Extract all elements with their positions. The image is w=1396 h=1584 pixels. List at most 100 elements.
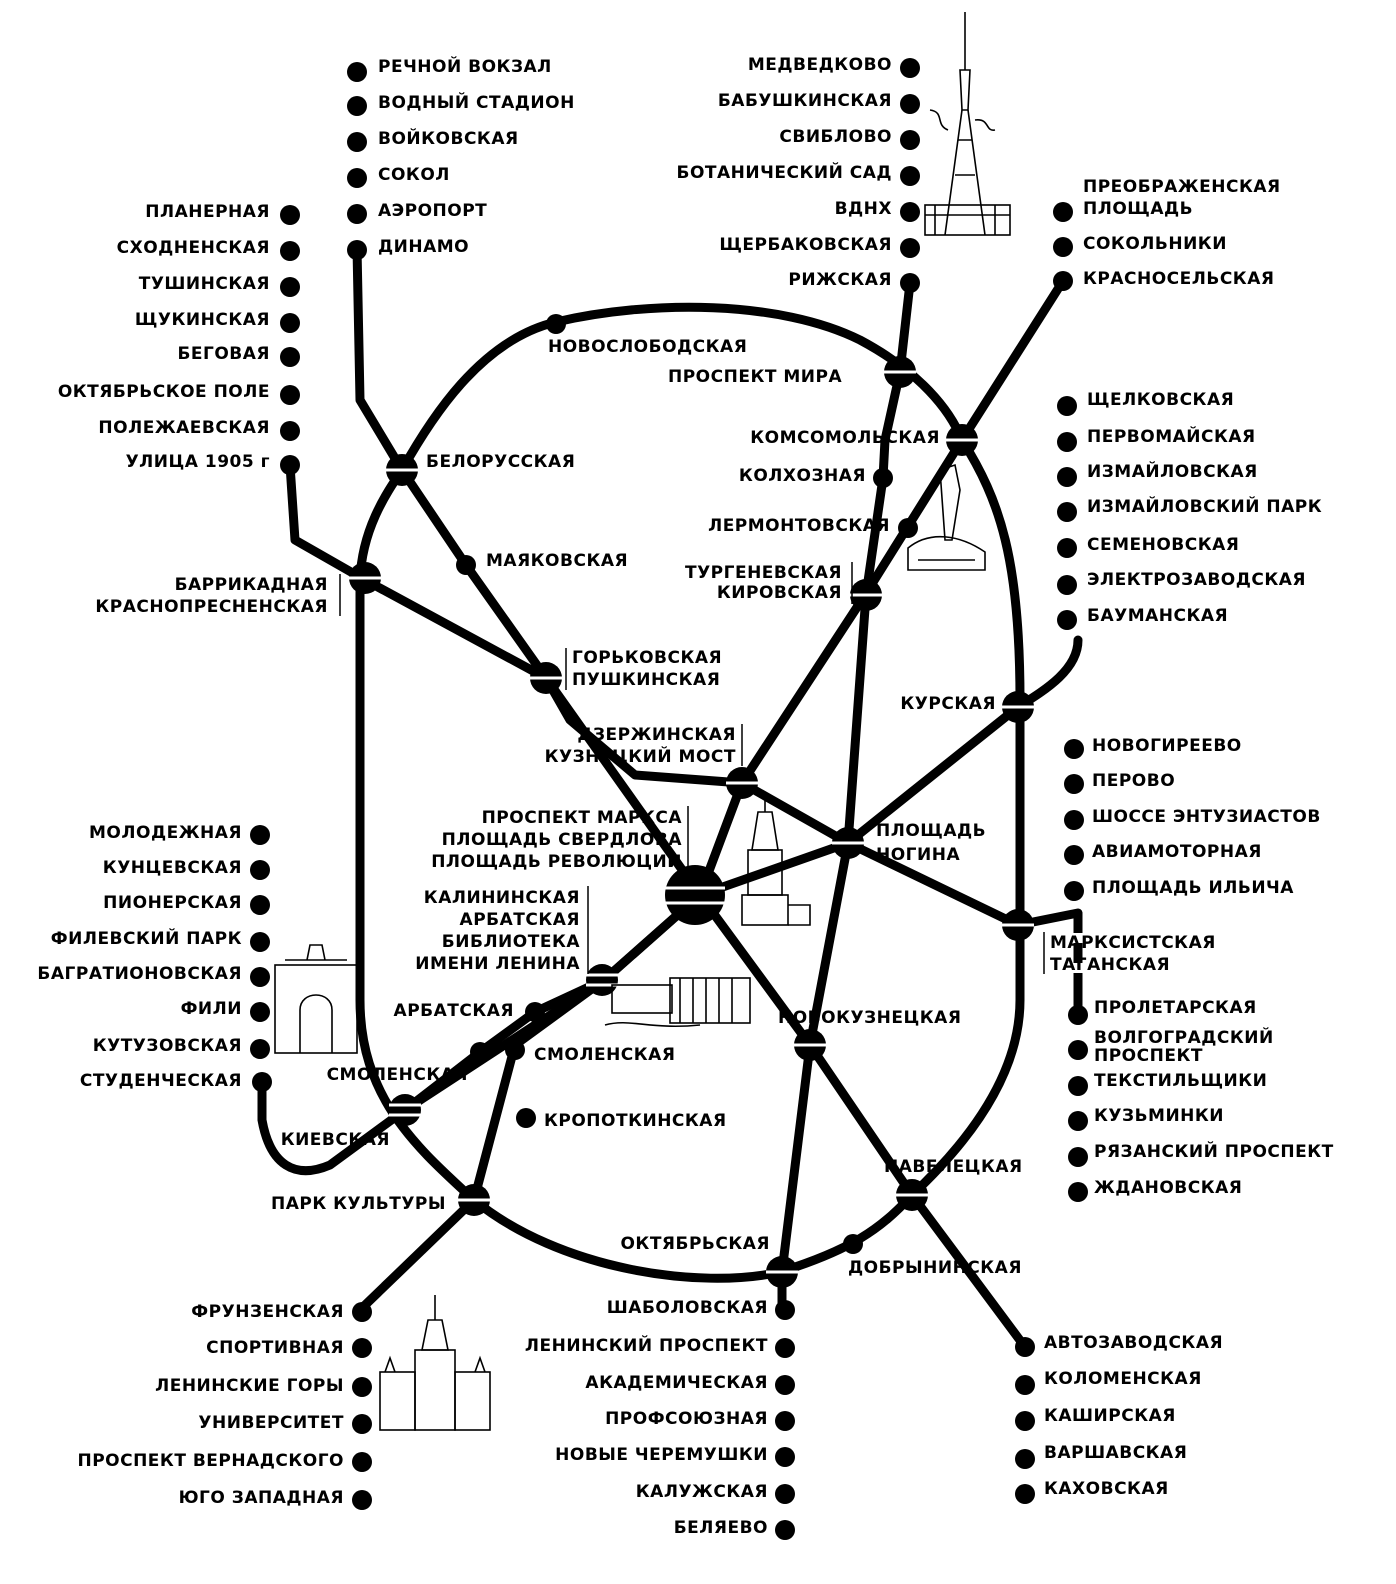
station-dot[interactable]: [1057, 502, 1077, 522]
station-dot[interactable]: [1068, 1076, 1088, 1096]
station-dot[interactable]: [1064, 810, 1084, 830]
station-dot[interactable]: [347, 168, 367, 188]
transfer-oktyabrskaya[interactable]: [766, 1256, 798, 1288]
station-dot[interactable]: [347, 96, 367, 116]
station-dot[interactable]: [280, 421, 300, 441]
station-dot[interactable]: [898, 518, 918, 538]
label-smolenskaya-b: СМОЛЕНСКАЯ: [534, 1045, 675, 1065]
station-dot[interactable]: [347, 132, 367, 152]
transfer-pushkinskaya[interactable]: [530, 662, 562, 694]
station-dot[interactable]: [775, 1375, 795, 1395]
station-dot[interactable]: [250, 1002, 270, 1022]
transfer-pl-revolyutsii[interactable]: [665, 865, 725, 925]
station-dot[interactable]: [1057, 467, 1077, 487]
label-komsomolskaya: КОМСОМОЛЬСКАЯ: [750, 428, 940, 448]
station-dot[interactable]: [352, 1452, 372, 1472]
transfer-nogina[interactable]: [832, 827, 864, 859]
station-dot[interactable]: [1068, 1182, 1088, 1202]
station-dot[interactable]: [1057, 575, 1077, 595]
station-dot[interactable]: [843, 1234, 863, 1254]
station-dot[interactable]: [900, 166, 920, 186]
station-dot[interactable]: [352, 1302, 372, 1322]
station-dot[interactable]: [775, 1484, 795, 1504]
station-dot[interactable]: [775, 1447, 795, 1467]
station-dot[interactable]: [250, 1039, 270, 1059]
transfer-kurskaya[interactable]: [1002, 691, 1034, 723]
station-dot[interactable]: [900, 58, 920, 78]
station-dot[interactable]: [516, 1108, 536, 1128]
station-dot[interactable]: [280, 313, 300, 333]
station-dot[interactable]: [1053, 202, 1073, 222]
station-dot[interactable]: [775, 1411, 795, 1431]
label-ryazansky: РЯЗАНСКИЙ ПРОСПЕКТ: [1094, 1140, 1334, 1162]
station-dot[interactable]: [505, 1040, 525, 1060]
station-dot[interactable]: [280, 347, 300, 367]
station-dot[interactable]: [1057, 538, 1077, 558]
station-dot[interactable]: [347, 204, 367, 224]
station-dot[interactable]: [250, 895, 270, 915]
station-dot[interactable]: [347, 62, 367, 82]
station-dot[interactable]: [1068, 1147, 1088, 1167]
station-dot[interactable]: [1068, 1111, 1088, 1131]
station-dot[interactable]: [1057, 432, 1077, 452]
transfer-novokuznetskaya[interactable]: [794, 1029, 826, 1061]
station-dot[interactable]: [873, 468, 893, 488]
station-dot[interactable]: [900, 273, 920, 293]
label-pushkinskaya: ПУШКИНСКАЯ: [572, 670, 720, 690]
station-dot[interactable]: [1015, 1449, 1035, 1469]
station-dot[interactable]: [1057, 610, 1077, 630]
station-dot[interactable]: [280, 205, 300, 225]
transfer-belorusskaya[interactable]: [386, 454, 418, 486]
station-dot[interactable]: [1064, 774, 1084, 794]
station-dot[interactable]: [352, 1338, 372, 1358]
station-dot[interactable]: [775, 1300, 795, 1320]
station-dot[interactable]: [1064, 739, 1084, 759]
station-dot[interactable]: [280, 277, 300, 297]
station-dot[interactable]: [250, 860, 270, 880]
transfer-komsomolskaya[interactable]: [946, 424, 978, 456]
station-dot[interactable]: [280, 385, 300, 405]
station-dot[interactable]: [1015, 1484, 1035, 1504]
station-dot[interactable]: [1015, 1375, 1035, 1395]
station-dot[interactable]: [1053, 271, 1073, 291]
station-dot[interactable]: [280, 241, 300, 261]
station-dot[interactable]: [1057, 396, 1077, 416]
label-shosse-entuziastov: ШОССЕ ЭНТУЗИАСТОВ: [1092, 807, 1321, 827]
transfer-kievskaya[interactable]: [389, 1094, 421, 1126]
station-dot[interactable]: [352, 1377, 372, 1397]
label-baumanskaya: БАУМАНСКАЯ: [1087, 606, 1228, 626]
station-dot[interactable]: [775, 1338, 795, 1358]
transfer-barrikadnaya[interactable]: [349, 562, 381, 594]
station-dot[interactable]: [900, 94, 920, 114]
station-dot[interactable]: [1064, 845, 1084, 865]
station-dot[interactable]: [900, 238, 920, 258]
station-dot[interactable]: [456, 555, 476, 575]
station-dot[interactable]: [1068, 1005, 1088, 1025]
station-dot[interactable]: [900, 130, 920, 150]
station-dot[interactable]: [347, 240, 367, 260]
station-dot[interactable]: [252, 1072, 272, 1092]
station-dot[interactable]: [1064, 881, 1084, 901]
transfer-prospekt-mira[interactable]: [884, 356, 916, 388]
station-dot[interactable]: [470, 1042, 490, 1062]
station-dot[interactable]: [1068, 1040, 1088, 1060]
station-dot[interactable]: [352, 1490, 372, 1510]
transfer-park-kultury[interactable]: [458, 1184, 490, 1216]
transfer-kuznetsky-most[interactable]: [726, 767, 758, 799]
station-dot[interactable]: [546, 314, 566, 334]
transfer-turgenevskaya[interactable]: [850, 579, 882, 611]
transfer-biblioteka[interactable]: [586, 964, 618, 996]
station-dot[interactable]: [250, 932, 270, 952]
station-dot[interactable]: [250, 825, 270, 845]
station-dot[interactable]: [352, 1414, 372, 1434]
station-dot[interactable]: [900, 202, 920, 222]
station-dot[interactable]: [1053, 237, 1073, 257]
station-dot[interactable]: [525, 1002, 545, 1022]
station-dot[interactable]: [775, 1520, 795, 1540]
transfer-taganskaya[interactable]: [1002, 909, 1034, 941]
transfer-paveletskaya[interactable]: [896, 1179, 928, 1211]
station-dot[interactable]: [250, 967, 270, 987]
station-dot[interactable]: [1015, 1337, 1035, 1357]
station-dot[interactable]: [1015, 1411, 1035, 1431]
station-dot[interactable]: [280, 455, 300, 475]
